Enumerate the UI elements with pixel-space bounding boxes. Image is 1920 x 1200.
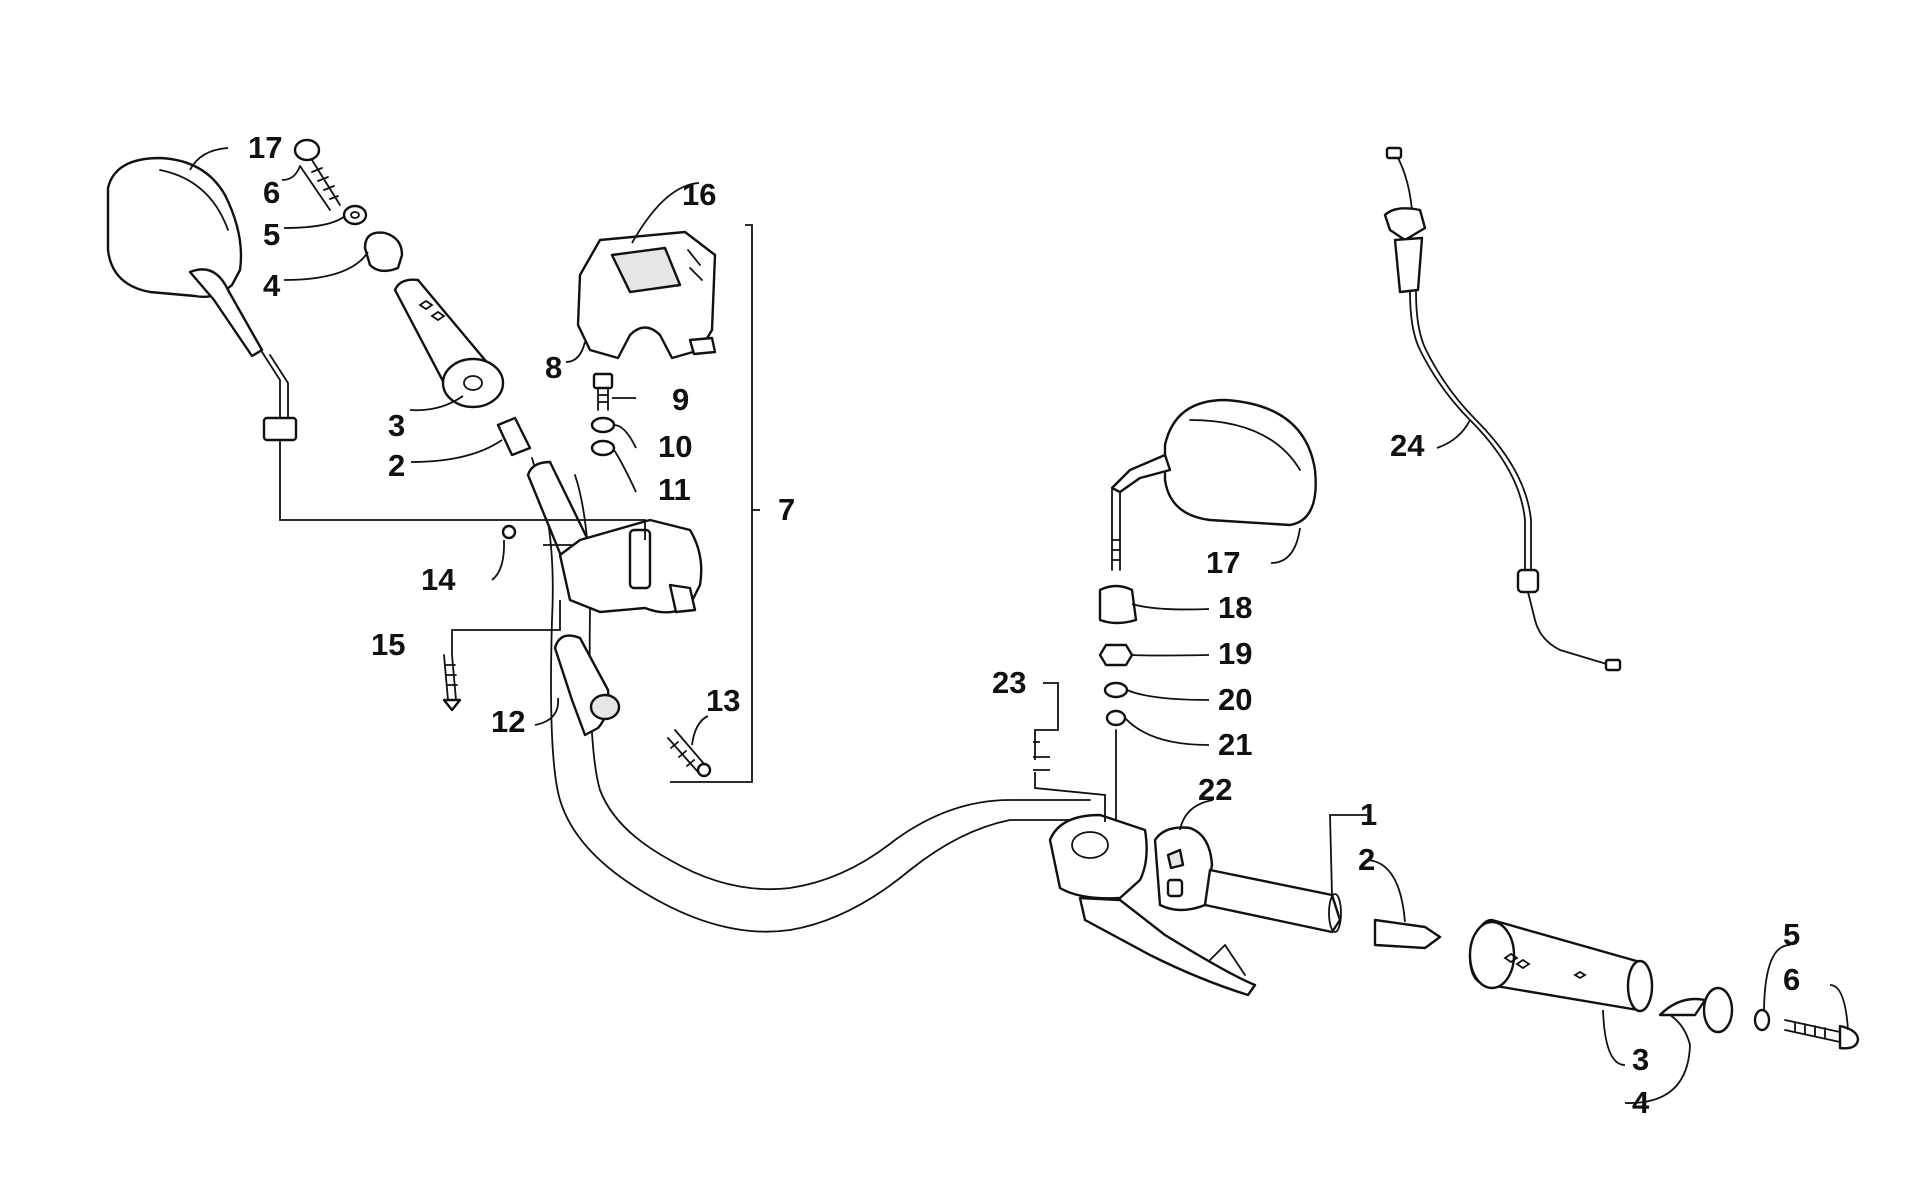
mirror-boot [1098, 584, 1138, 625]
left-bar-end [363, 231, 404, 273]
callout-5-right: 5 [1783, 917, 1800, 952]
callout-6-right: 6 [1783, 962, 1800, 997]
throttle-cable [1383, 146, 1622, 672]
right-grip-bolt [1784, 1019, 1860, 1050]
small-nut [501, 524, 517, 540]
left-grip-bolt [293, 138, 341, 211]
throttle-housing [558, 518, 703, 614]
callout-10: 10 [658, 429, 692, 464]
left-washer [342, 204, 368, 226]
callout-6: 6 [263, 175, 280, 210]
throttle-lever [553, 634, 621, 737]
callout-15: 15 [371, 627, 405, 662]
callout-1: 1 [1360, 797, 1377, 832]
right-mirror [1110, 398, 1317, 571]
callout-9: 9 [672, 382, 689, 417]
cover-screw [592, 372, 614, 411]
callout-labels: 17 6 5 4 3 2 16 8 9 10 11 7 14 15 12 13 … [248, 130, 1800, 1120]
callout-2: 2 [388, 448, 405, 483]
callout-23: 23 [992, 665, 1026, 700]
callout-5: 5 [263, 217, 280, 252]
handlebar-switch [1153, 826, 1214, 912]
handlebar [531, 457, 1091, 933]
callout-21: 21 [1218, 727, 1252, 762]
callout-2-right: 2 [1358, 842, 1375, 877]
lock-washer-right [1103, 681, 1129, 699]
lock-washer [590, 416, 616, 434]
pivot-screw [442, 654, 462, 712]
callout-11: 11 [658, 472, 691, 507]
jam-nut [1105, 709, 1127, 727]
callout-20: 20 [1218, 682, 1252, 717]
callout-7: 7 [778, 492, 795, 527]
right-washer [1753, 1008, 1771, 1032]
callout-18: 18 [1218, 590, 1252, 625]
brake-master-cylinder [1048, 813, 1257, 997]
left-grip-insert [496, 416, 532, 457]
callout-3-right: 3 [1632, 1042, 1649, 1077]
left-grip [393, 278, 505, 409]
callout-14: 14 [421, 562, 456, 597]
callout-12: 12 [491, 704, 525, 739]
callout-16: 16 [682, 177, 716, 212]
callout-22: 22 [1198, 772, 1232, 807]
callout-24: 24 [1390, 428, 1425, 463]
callout-19: 19 [1218, 636, 1252, 671]
callout-3: 3 [388, 408, 405, 443]
callout-4-right: 4 [1632, 1085, 1650, 1120]
throttle-cover [576, 230, 717, 360]
right-bar-end [1658, 986, 1734, 1034]
callout-17: 17 [248, 130, 282, 165]
flat-washer [590, 439, 616, 457]
callout-8: 8 [545, 350, 562, 385]
leader-lines [189, 147, 1849, 1104]
throttle-screw [667, 729, 712, 778]
adapter-nut [1098, 643, 1134, 667]
callout-4: 4 [263, 268, 281, 303]
callout-13: 13 [706, 683, 740, 718]
callout-17-right: 17 [1206, 545, 1240, 580]
right-bar-end-tube [1203, 868, 1342, 934]
right-grip-insert [1373, 918, 1442, 950]
left-mirror [106, 156, 298, 461]
right-grip [1468, 918, 1654, 1013]
